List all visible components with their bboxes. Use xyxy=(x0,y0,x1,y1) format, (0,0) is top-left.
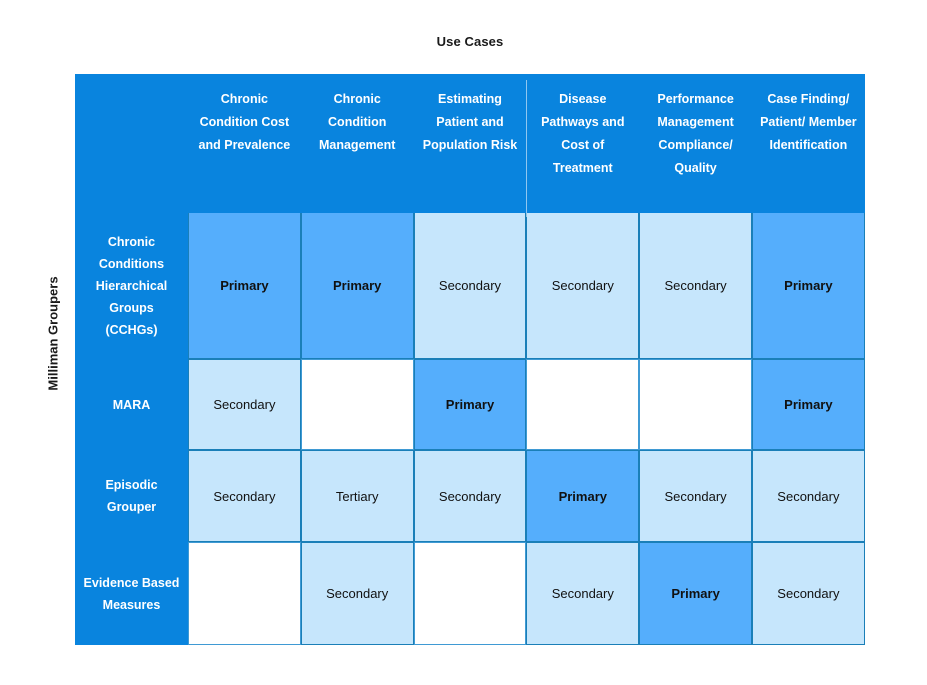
row-header-chronic-conditions-hierarchical-groups: Chronic Conditions Hierarchical Groups (… xyxy=(75,213,188,359)
row-header-episodic-grouper: Episodic Grouper xyxy=(75,450,188,542)
column-header-label: Chronic Condition Cost and Prevalence xyxy=(198,92,291,152)
matrix-cell[interactable]: Secondary xyxy=(413,450,527,542)
use-cases-title: Use Cases xyxy=(436,34,504,49)
matrix-cell[interactable] xyxy=(526,359,640,450)
matrix-cell[interactable]: Primary xyxy=(413,359,527,450)
matrix-cell[interactable]: Primary xyxy=(751,213,865,359)
matrix-cell[interactable]: Secondary xyxy=(300,542,414,645)
matrix-cell[interactable]: Primary xyxy=(526,450,640,542)
matrix-cell[interactable]: Secondary xyxy=(526,213,640,359)
row-header-mara: MARA xyxy=(75,359,188,450)
matrix-cell[interactable]: Secondary xyxy=(751,542,865,645)
column-header-disease-pathways-and-cost-of-treatment: Disease Pathways and Cost of Treatment xyxy=(526,74,640,217)
column-header-estimating-patient-and-population-risk: Estimating Patient and Population Risk xyxy=(413,74,527,213)
matrix-grid: Chronic Condition Cost and Prevalence Ch… xyxy=(75,74,865,645)
matrix-cell[interactable]: Secondary xyxy=(639,213,752,359)
matrix-corner-cell xyxy=(75,74,188,213)
matrix-cell[interactable]: Primary xyxy=(300,213,414,359)
column-header-chronic-condition-management: Chronic Condition Management xyxy=(300,74,414,213)
matrix-cell[interactable] xyxy=(188,542,301,645)
matrix-cell[interactable] xyxy=(413,542,527,645)
column-header-performance-management-compliance-quality: Performance Management Compliance/ Quali… xyxy=(639,74,752,213)
column-header-label: Performance Management Compliance/ Quali… xyxy=(657,92,734,175)
milliman-groupers-title: Milliman Groupers xyxy=(45,276,61,391)
matrix-cell[interactable] xyxy=(300,359,414,450)
row-header-label: Chronic Conditions Hierarchical Groups (… xyxy=(95,235,168,337)
column-header-chronic-condition-cost-and-prevalence: Chronic Condition Cost and Prevalence xyxy=(188,74,301,213)
matrix-cell[interactable]: Primary xyxy=(751,359,865,450)
capability-matrix: Chronic Condition Cost and Prevalence Ch… xyxy=(75,74,865,645)
matrix-cell[interactable]: Secondary xyxy=(526,542,640,645)
matrix-cell[interactable]: Secondary xyxy=(639,450,752,542)
row-header-label: Episodic Grouper xyxy=(105,478,158,514)
matrix-cell[interactable]: Secondary xyxy=(188,359,301,450)
column-header-label: Case Finding/ Patient/ Member Identifica… xyxy=(760,92,857,152)
row-header-label: Evidence Based Measures xyxy=(83,575,180,612)
column-header-case-finding-patient-member-identification: Case Finding/ Patient/ Member Identifica… xyxy=(751,74,865,213)
column-header-label: Chronic Condition Management xyxy=(318,92,396,152)
matrix-cell[interactable]: Secondary xyxy=(188,450,301,542)
row-header-evidence-based-measures: Evidence Based Measures xyxy=(75,542,188,645)
matrix-cell[interactable]: Primary xyxy=(188,213,301,359)
column-header-label: Estimating Patient and Population Risk xyxy=(422,92,518,152)
matrix-cell[interactable]: Tertiary xyxy=(300,450,414,542)
matrix-cell[interactable]: Secondary xyxy=(413,213,527,359)
matrix-cell[interactable]: Primary xyxy=(639,542,752,645)
row-header-label: MARA xyxy=(112,397,151,412)
matrix-cell[interactable] xyxy=(639,359,752,450)
column-header-label: Disease Pathways and Cost of Treatment xyxy=(541,92,625,175)
matrix-cell[interactable]: Secondary xyxy=(751,450,865,542)
